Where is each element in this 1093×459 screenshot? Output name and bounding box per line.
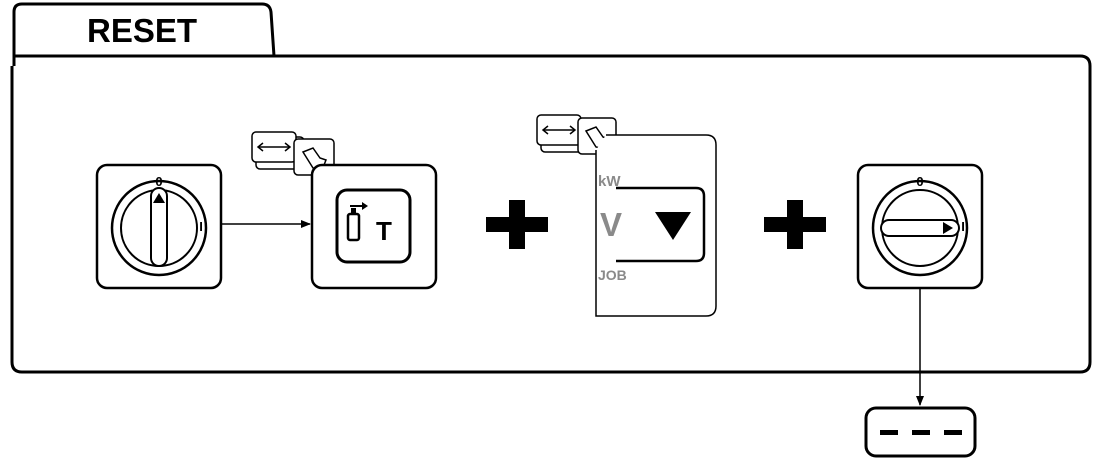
tab-title: RESET — [87, 12, 197, 49]
param-label-kw: kW — [598, 173, 621, 190]
param-label-job: JOB — [598, 267, 627, 283]
select-down-button[interactable] — [655, 212, 691, 240]
main-switch-off[interactable]: 0 I — [95, 163, 223, 290]
press-and-hold-icon — [536, 114, 617, 155]
display-dash — [912, 430, 930, 435]
switch-label-one: I — [961, 219, 965, 234]
display-dash — [880, 430, 898, 435]
switch-handle — [150, 187, 168, 267]
display-dash — [944, 430, 962, 435]
switch-label-zero: 0 — [155, 174, 162, 189]
gas-test-letter: T — [376, 216, 392, 246]
press-and-hold-icon — [251, 131, 335, 176]
main-switch-on[interactable]: 0 I — [856, 163, 984, 290]
panel-frame — [10, 2, 1092, 374]
parameter-panel: kW V JOB — [595, 134, 717, 317]
position-indicator-icon — [153, 193, 165, 203]
param-label-v: V — [600, 206, 622, 243]
switch-label-one: I — [199, 219, 203, 234]
result-display — [864, 406, 977, 458]
switch-handle — [880, 219, 960, 237]
switch-label-zero: 0 — [916, 174, 923, 189]
position-indicator-icon — [943, 222, 953, 234]
plus-icon — [486, 200, 548, 249]
gas-test-button[interactable]: T — [310, 163, 438, 290]
plus-icon — [764, 200, 826, 249]
gas-test-icon — [346, 202, 368, 242]
